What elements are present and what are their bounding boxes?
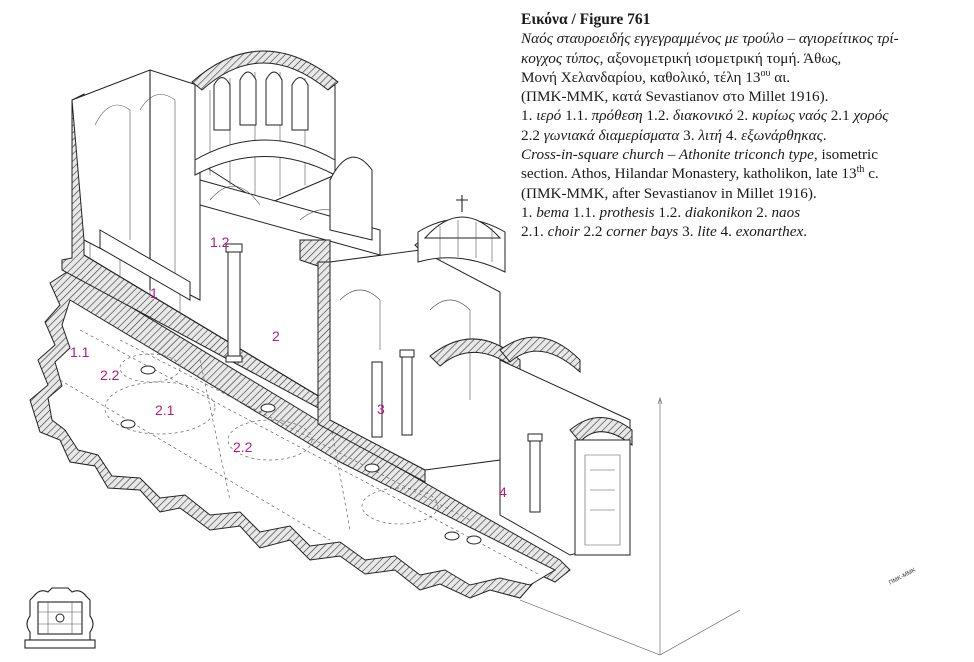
naos-arcade xyxy=(199,156,381,363)
label-corner-bay-front: 2.2 xyxy=(233,439,253,455)
caption-run: (ΠΜΚ-ΜΜΚ, κατά Sevastianov στο Millet 19… xyxy=(521,88,829,106)
caption-run: diakonikon xyxy=(684,203,753,221)
caption-line: 1. ιερό 1.1. πρόθεση 1.2. διακονικό 2. κ… xyxy=(521,106,966,125)
caption-line: κογχος τύπος, αξονομετρική ισομετρική το… xyxy=(521,49,966,68)
caption-run: 3. xyxy=(678,223,698,241)
caption-line: Cross-in-square church – Athonite tricon… xyxy=(521,145,966,164)
caption-run: . xyxy=(822,126,827,144)
figure-caption: Εικόνα / Figure 761 Ναός σταυροειδής εγγ… xyxy=(521,10,966,242)
caption-run: th xyxy=(856,164,865,176)
caption-run: Μονή Χελανδαρίου, καθολικό, τέλη 13 xyxy=(521,68,761,86)
caption-line: 2.1. choir 2.2 corner bays 3. lite 4. ex… xyxy=(521,222,966,241)
caption-run: 1.2. xyxy=(642,107,673,125)
bema-block xyxy=(71,69,201,301)
caption-title: Εικόνα / Figure 761 xyxy=(521,11,651,28)
lite-dome xyxy=(417,195,506,273)
caption-run: bema xyxy=(536,203,570,221)
caption-run: 2.1. xyxy=(521,223,548,241)
axis-lines xyxy=(519,397,741,656)
caption-run: κογχος τύπος xyxy=(521,49,600,67)
central-dome xyxy=(191,50,339,206)
caption-run: διακονικό xyxy=(673,107,733,125)
caption-run: (ΠΜΚ-ΜΜΚ, after Sevastianov in Millet 19… xyxy=(521,184,817,202)
caption-run: exonarthex xyxy=(735,223,804,241)
caption-run: section. Athos, Hilandar Monastery, kath… xyxy=(521,165,857,183)
caption-run: Cross-in-square church – Athonite tricon… xyxy=(521,146,814,164)
label-bema: 1 xyxy=(150,285,158,301)
caption-run: 3. xyxy=(679,126,699,144)
floor-plan-layer xyxy=(29,269,571,599)
caption-run: . xyxy=(803,223,807,241)
caption-run: 1.1. xyxy=(561,107,592,125)
caption-run: 2.2 xyxy=(579,223,607,241)
caption-run: 4. xyxy=(722,126,742,144)
caption-run: 2.2 xyxy=(521,126,544,144)
caption-body: Ναός σταυροειδής εγγεγραμμένος με τρούλο… xyxy=(521,29,966,241)
caption-run: ου xyxy=(760,67,771,79)
label-corner-bay-left: 2.2 xyxy=(100,367,120,383)
caption-line: Ναός σταυροειδής εγγεγραμμένος με τρούλο… xyxy=(521,29,966,48)
caption-run: πρόθεση xyxy=(591,107,643,125)
key-plan xyxy=(24,587,96,649)
label-prothesis: 1.1 xyxy=(70,344,90,360)
label-lite: 3 xyxy=(377,401,385,417)
caption-run: χορός xyxy=(853,107,889,125)
caption-run: choir xyxy=(547,223,580,241)
caption-run: 4. xyxy=(716,223,736,241)
caption-run: 1. xyxy=(521,203,537,221)
caption-run: γωνιακά διαμερίσματα xyxy=(543,126,680,144)
caption-run: 1.1. xyxy=(569,203,600,221)
caption-run: εξωνάρθηκας xyxy=(741,126,823,144)
caption-run: Ναός σταυροειδής εγγεγραμμένος με τρούλο… xyxy=(521,30,899,48)
caption-run: 2. xyxy=(732,107,752,125)
label-diakonikon: 1.2 xyxy=(210,234,230,250)
caption-line: 1. bema 1.1. prothesis 1.2. diakonikon 2… xyxy=(521,203,966,222)
caption-run: 1. xyxy=(521,107,537,125)
caption-run: 1.2. xyxy=(654,203,685,221)
caption-run: ιερό xyxy=(536,107,562,125)
caption-run: , αξονομετρική ισομετρική τομή. Άθως, xyxy=(599,49,842,67)
caption-run: lite xyxy=(697,223,717,241)
label-naos: 2 xyxy=(272,328,280,344)
caption-run: 2.1 xyxy=(826,107,854,125)
exonarthex-arcade xyxy=(429,336,633,556)
label-choir: 2.1 xyxy=(155,402,175,418)
caption-run: κυρίως ναός xyxy=(751,107,827,125)
caption-run: c. xyxy=(864,165,879,183)
caption-line: 2.2 γωνιακά διαμερίσματα 3. λιτή 4. εξων… xyxy=(521,126,966,145)
caption-run: corner bays xyxy=(606,223,679,241)
caption-run: λιτή xyxy=(698,126,723,144)
caption-line: Μονή Χελανδαρίου, καθολικό, τέλη 13ου αι… xyxy=(521,68,966,87)
caption-line: (ΠΜΚ-ΜΜΚ, after Sevastianov in Millet 19… xyxy=(521,184,966,203)
caption-run: naos xyxy=(771,203,801,221)
caption-run: αι. xyxy=(770,68,791,86)
caption-line: section. Athos, Hilandar Monastery, kath… xyxy=(521,164,966,183)
caption-run: , isometric xyxy=(813,146,878,164)
caption-run: 2. xyxy=(752,203,772,221)
lite-section xyxy=(317,228,506,483)
label-exonarthex: 4 xyxy=(499,484,507,500)
caption-run: prothesis xyxy=(599,203,655,221)
caption-line: (ΠΜΚ-ΜΜΚ, κατά Sevastianov στο Millet 19… xyxy=(521,87,966,106)
